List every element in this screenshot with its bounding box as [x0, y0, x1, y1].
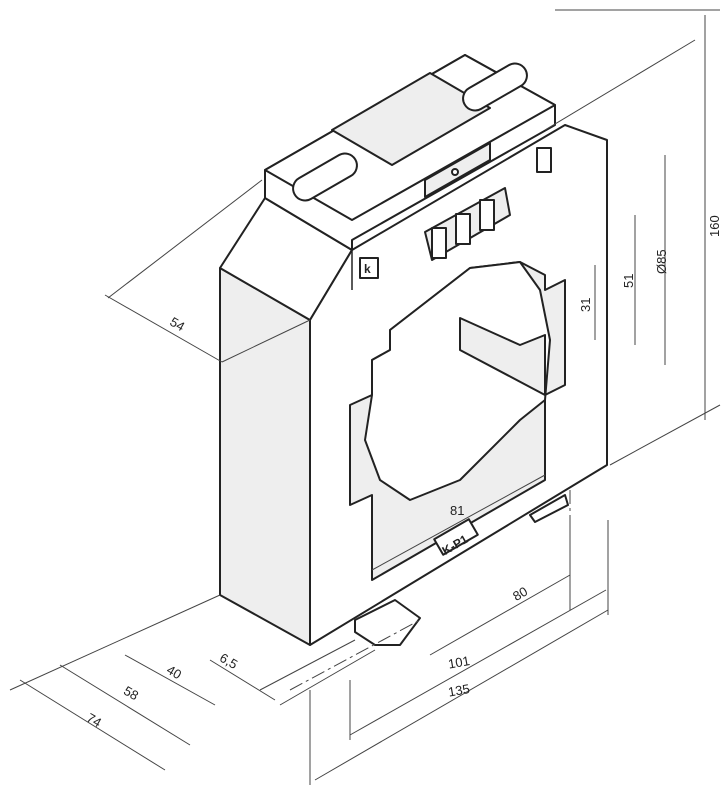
dim-160: 160 — [707, 215, 722, 237]
dim-101: 101 — [447, 653, 471, 672]
dim-40: 40 — [164, 662, 184, 682]
centerlines — [289, 490, 571, 691]
dim-58: 58 — [121, 683, 141, 703]
dim-54: 54 — [167, 314, 187, 334]
secondary-terminals — [424, 187, 511, 261]
terminal-k-box — [359, 257, 379, 279]
body-side-face — [219, 267, 311, 646]
top-window — [331, 72, 491, 166]
dim-6-5: 6,5 — [217, 650, 240, 672]
terminal-mark-l — [536, 147, 552, 173]
dimension-lines — [9, 9, 721, 785]
window-arc — [364, 261, 551, 501]
dim-31: 31 — [578, 298, 593, 312]
dim-74: 74 — [84, 710, 104, 730]
base-foot — [529, 494, 569, 523]
dim-51: 51 — [621, 274, 636, 288]
window-step — [459, 317, 546, 396]
screw — [451, 168, 459, 176]
mounting-slot-right — [462, 62, 528, 112]
dim-diameter-85: Ø85 — [654, 249, 669, 274]
mounting-slot-left — [292, 152, 358, 202]
dim-80: 80 — [510, 584, 530, 604]
mounting-foot — [354, 599, 421, 646]
k-p1-box — [433, 518, 479, 556]
terminal-k-label: k — [364, 262, 371, 276]
dim-81: 81 — [450, 503, 464, 518]
dim-135: 135 — [447, 681, 471, 700]
